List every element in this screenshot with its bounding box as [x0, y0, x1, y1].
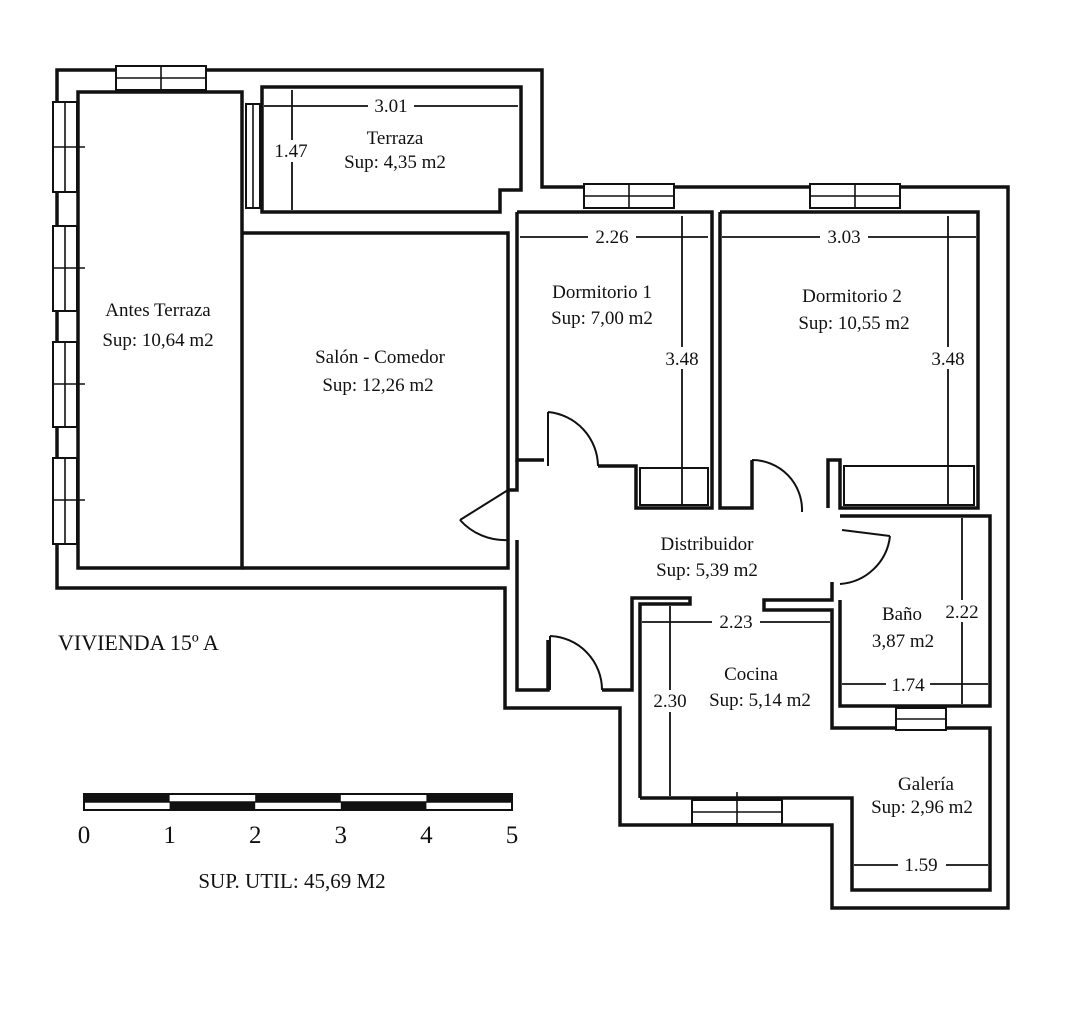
- dim-terraza-width: 3.01: [374, 96, 407, 117]
- dim-cocina-depth: 2.30: [653, 691, 686, 712]
- outer-wall: [55, 68, 1010, 910]
- room-terraza-area: Sup: 4,35 m2: [344, 152, 446, 173]
- room-antes-terraza-name: Antes Terraza: [105, 300, 211, 321]
- room-terraza-name: Terraza: [367, 128, 424, 149]
- scale-label-0: 0: [78, 822, 91, 849]
- room-salon-area: Sup: 12,26 m2: [322, 375, 433, 396]
- plan-title: VIVIENDA 15º A: [58, 630, 219, 655]
- door-lower: [549, 635, 603, 691]
- terrace-wall: [260, 85, 523, 214]
- room-distribuidor-area: Sup: 5,39 m2: [656, 560, 758, 581]
- dim-cocina-width: 2.23: [719, 612, 752, 633]
- door-entrance: [459, 489, 509, 542]
- dim-bano-width: 1.74: [891, 675, 925, 696]
- kitchen-wall: [640, 582, 992, 892]
- room-labels: Terraza Sup: 4,35 m2 Antes Terraza Sup: …: [102, 128, 973, 818]
- total-usable-area: SUP. UTIL: 45,69 M2: [198, 869, 385, 893]
- room-dorm2-name: Dormitorio 2: [802, 286, 902, 307]
- dorm1-closet: [639, 467, 709, 506]
- room-dorm2-area: Sup: 10,55 m2: [798, 313, 909, 334]
- kitchen-entry-wall: [602, 596, 692, 798]
- dorm1-left-wall: [515, 212, 544, 462]
- dim-dorm2-width: 3.03: [827, 227, 860, 248]
- dim-dorm1-depth: 3.48: [665, 349, 698, 370]
- room-cocina-name: Cocina: [724, 664, 778, 685]
- scale-label-2: 2: [249, 822, 262, 849]
- dorm2-closet: [843, 465, 975, 506]
- room-galeria-area: Sup: 2,96 m2: [871, 797, 973, 818]
- scale-label-4: 4: [420, 822, 433, 849]
- dim-dorm1-width: 2.26: [595, 227, 628, 248]
- doors: [459, 411, 891, 691]
- scale-label-3: 3: [335, 822, 348, 849]
- dim-bano-depth: 2.22: [945, 602, 978, 623]
- walls: [55, 68, 1010, 910]
- room-bano-area: 3,87 m2: [872, 631, 934, 652]
- windows: [52, 65, 947, 825]
- dim-dorm2-depth: 3.48: [931, 349, 964, 370]
- salon-wall: [242, 231, 510, 570]
- bath-wall: [838, 514, 992, 708]
- door-dorm2: [751, 459, 804, 513]
- dorm2-wall: [720, 210, 980, 510]
- door-bath: [839, 529, 891, 585]
- room-dorm1-name: Dormitorio 1: [552, 282, 652, 303]
- room-antes-terraza-area: Sup: 10,64 m2: [102, 330, 213, 351]
- scale-bar: 0 1 2 3 4 5: [78, 793, 519, 849]
- room-distribuidor-name: Distribuidor: [661, 534, 755, 555]
- room-cocina-area: Sup: 5,14 m2: [709, 690, 811, 711]
- room-salon-name: Salón - Comedor: [315, 347, 445, 368]
- room-galeria-name: Galería: [898, 774, 954, 795]
- room-dorm1-area: Sup: 7,00 m2: [551, 308, 653, 329]
- dim-galeria-width: 1.59: [904, 855, 937, 876]
- room-bano-name: Baño: [882, 604, 922, 625]
- entrance-wall: [508, 460, 550, 692]
- dorm2-left-wall: [718, 212, 754, 510]
- scale-label-5: 5: [506, 822, 519, 849]
- dorm1-wall: [517, 210, 714, 510]
- scale-label-1: 1: [163, 822, 176, 849]
- door-dorm1: [547, 411, 599, 467]
- dim-terraza-depth: 1.47: [274, 141, 307, 162]
